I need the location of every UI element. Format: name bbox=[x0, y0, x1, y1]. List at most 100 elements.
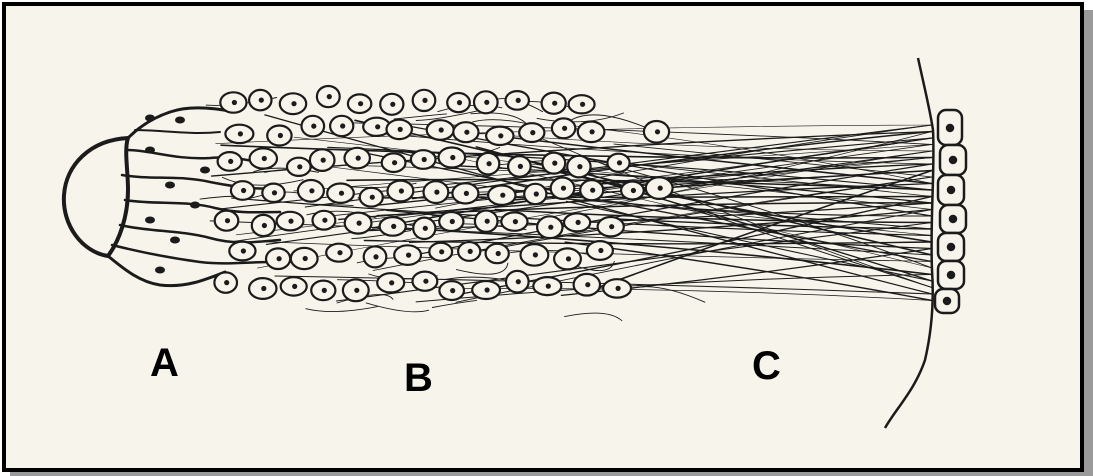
cell bbox=[250, 148, 277, 168]
cell bbox=[472, 281, 500, 299]
cell bbox=[411, 150, 436, 169]
label-c: C bbox=[752, 346, 781, 386]
cell bbox=[380, 217, 406, 236]
cell bbox=[598, 217, 624, 236]
cell bbox=[382, 153, 406, 172]
cell bbox=[218, 152, 242, 171]
cell bbox=[345, 213, 372, 234]
cell bbox=[475, 211, 498, 232]
nucleus bbox=[145, 217, 155, 224]
cell bbox=[424, 181, 449, 203]
cell bbox=[298, 180, 324, 202]
cell bbox=[231, 181, 254, 200]
cell bbox=[453, 122, 478, 142]
cell bbox=[215, 211, 239, 231]
cell bbox=[214, 272, 237, 292]
cell bbox=[377, 273, 404, 292]
cell bbox=[474, 91, 498, 113]
cell bbox=[603, 279, 631, 297]
cell bbox=[551, 178, 575, 199]
cell bbox=[519, 123, 544, 142]
cell bbox=[252, 215, 275, 236]
cell bbox=[542, 153, 565, 174]
nucleus bbox=[165, 182, 175, 189]
cell bbox=[345, 148, 370, 169]
cell bbox=[280, 93, 306, 114]
cell bbox=[578, 122, 605, 143]
cell bbox=[380, 94, 403, 115]
cell bbox=[330, 116, 353, 136]
cell bbox=[429, 243, 452, 261]
label-a: A bbox=[150, 343, 179, 383]
cell bbox=[574, 274, 600, 296]
cell bbox=[646, 177, 673, 199]
cell bbox=[277, 212, 304, 231]
cell bbox=[439, 281, 464, 300]
cell bbox=[220, 92, 246, 112]
cell bbox=[477, 153, 499, 175]
cell bbox=[413, 272, 438, 291]
cell bbox=[326, 244, 352, 262]
cell bbox=[508, 156, 531, 177]
cell bbox=[458, 242, 480, 261]
cell bbox=[310, 149, 335, 171]
cell bbox=[486, 127, 513, 145]
cell bbox=[364, 246, 387, 267]
cell bbox=[262, 184, 284, 202]
cell bbox=[302, 116, 325, 137]
cell bbox=[524, 184, 546, 204]
cell bbox=[569, 95, 595, 113]
cell bbox=[413, 218, 435, 239]
nucleus bbox=[145, 147, 155, 154]
nucleus bbox=[155, 267, 165, 274]
cell bbox=[439, 148, 466, 168]
cell bbox=[607, 154, 629, 172]
cell bbox=[521, 244, 549, 266]
cell bbox=[486, 244, 509, 263]
cell bbox=[313, 211, 336, 230]
cell bbox=[388, 181, 414, 202]
cell bbox=[287, 158, 311, 176]
cell bbox=[267, 126, 291, 146]
cell bbox=[587, 241, 613, 260]
cell bbox=[291, 248, 318, 269]
cell bbox=[580, 180, 603, 200]
cell bbox=[533, 277, 561, 295]
cell bbox=[249, 90, 271, 110]
cell bbox=[266, 248, 290, 269]
cell bbox=[327, 184, 354, 203]
cell bbox=[249, 278, 276, 299]
label-b: B bbox=[404, 358, 433, 398]
cell bbox=[542, 93, 566, 114]
nucleus bbox=[175, 117, 185, 124]
cell bbox=[488, 186, 515, 205]
cell bbox=[644, 121, 669, 143]
cell bbox=[281, 277, 307, 295]
nucleus bbox=[190, 202, 200, 209]
cell bbox=[343, 279, 369, 301]
cell bbox=[360, 188, 383, 207]
cell bbox=[452, 183, 478, 203]
cell bbox=[229, 242, 255, 261]
cell bbox=[225, 125, 253, 143]
nucleus bbox=[145, 115, 155, 122]
cell bbox=[447, 93, 470, 112]
cell bbox=[311, 281, 335, 301]
cell bbox=[394, 245, 421, 265]
cell bbox=[413, 90, 436, 111]
nucleus bbox=[170, 237, 180, 244]
cell bbox=[501, 212, 527, 230]
cell bbox=[439, 212, 463, 231]
cell bbox=[621, 182, 644, 200]
cell bbox=[506, 271, 529, 293]
cell bbox=[537, 216, 562, 238]
cell bbox=[427, 120, 454, 140]
cell bbox=[387, 120, 412, 139]
cell bbox=[348, 94, 371, 113]
cell bbox=[554, 248, 581, 269]
nucleus bbox=[200, 167, 210, 174]
cell bbox=[564, 213, 590, 231]
cell bbox=[317, 86, 340, 107]
cell bbox=[567, 156, 590, 178]
